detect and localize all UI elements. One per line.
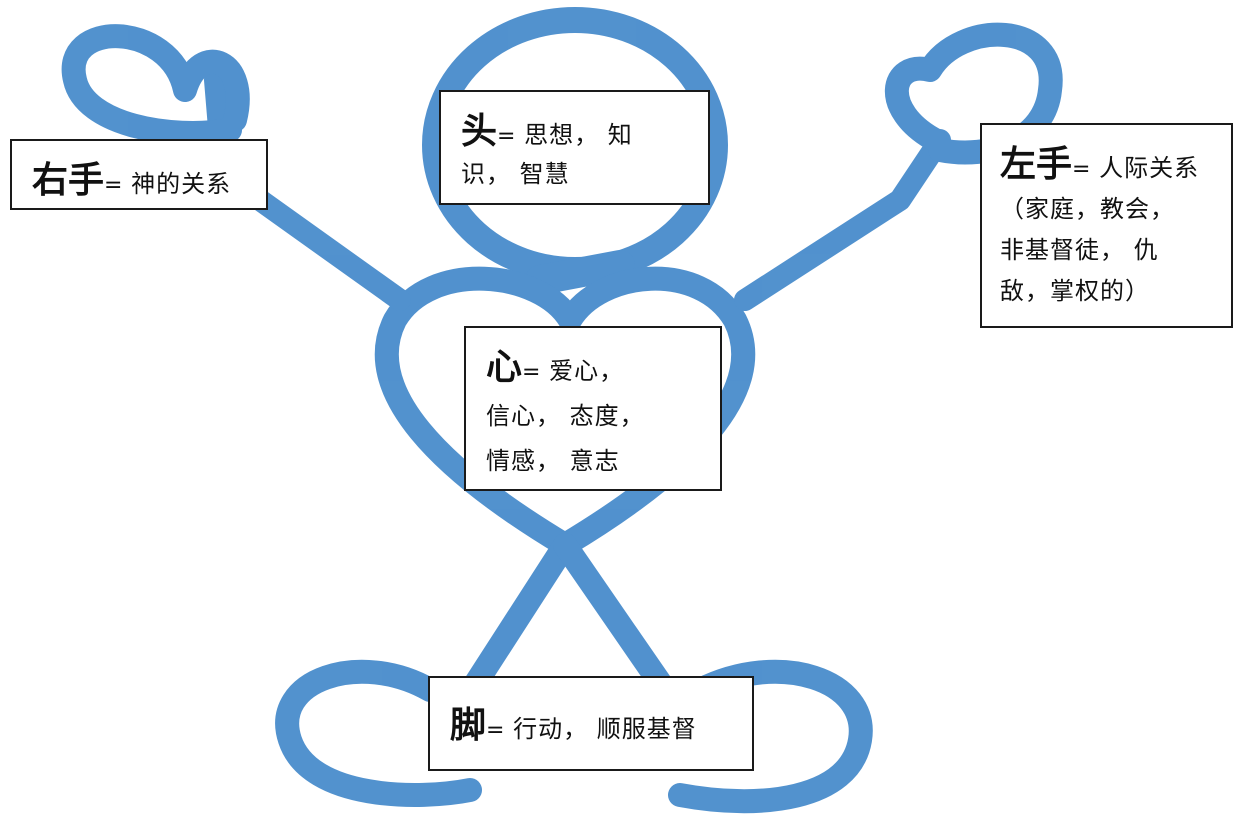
left-arm: [734, 129, 951, 311]
left-hand-line-4: 敌，掌权的）: [1000, 277, 1150, 305]
heart-line-2: 信心， 态度，: [486, 402, 645, 430]
head-line-2: 识， 智慧: [461, 160, 570, 188]
left-hand-eq: =: [1072, 157, 1091, 182]
right-leg: [553, 533, 677, 702]
heart-line-3: 情感， 意志: [486, 447, 620, 475]
right-hand-eq: =: [104, 173, 123, 198]
left-leg: [453, 533, 577, 712]
feet-line-1: 行动， 顺服基督: [504, 715, 697, 743]
right-hand-title: 右手: [32, 160, 105, 201]
left-hand-box: 左手= 人际关系 （家庭，教会， 非基督徒， 仇 敌，掌权的）: [980, 123, 1233, 328]
heart-title: 心: [486, 347, 523, 388]
feet-title: 脚: [450, 705, 487, 746]
heart-box: 心= 爱心， 信心， 态度， 情感， 意志: [464, 326, 722, 491]
left-hand-line-1: 人际关系: [1090, 154, 1200, 182]
left-foot-loop: [275, 659, 482, 807]
head-title: 头: [461, 111, 498, 152]
feet-eq: =: [486, 718, 505, 743]
right-hand-box: 右手= 神的关系: [10, 139, 268, 210]
heart-line-1: 爱心，: [540, 357, 625, 385]
heart-eq: =: [522, 360, 541, 385]
head-box: 头= 思想， 知 识， 智慧: [439, 90, 710, 205]
head-line-1: 思想， 知: [515, 121, 633, 149]
right-hand-loop: [61, 24, 250, 145]
head-tail: [525, 250, 635, 295]
left-hand-line-2: （家庭，教会，: [1000, 195, 1175, 223]
feet-box: 脚= 行动， 顺服基督: [428, 676, 754, 771]
head-eq: =: [497, 124, 516, 149]
right-hand-line-1: 神的关系: [122, 170, 232, 198]
left-hand-line-3: 非基督徒， 仇: [1000, 236, 1159, 264]
left-hand-title: 左手: [1000, 144, 1073, 185]
right-foot-loop: [668, 659, 873, 814]
